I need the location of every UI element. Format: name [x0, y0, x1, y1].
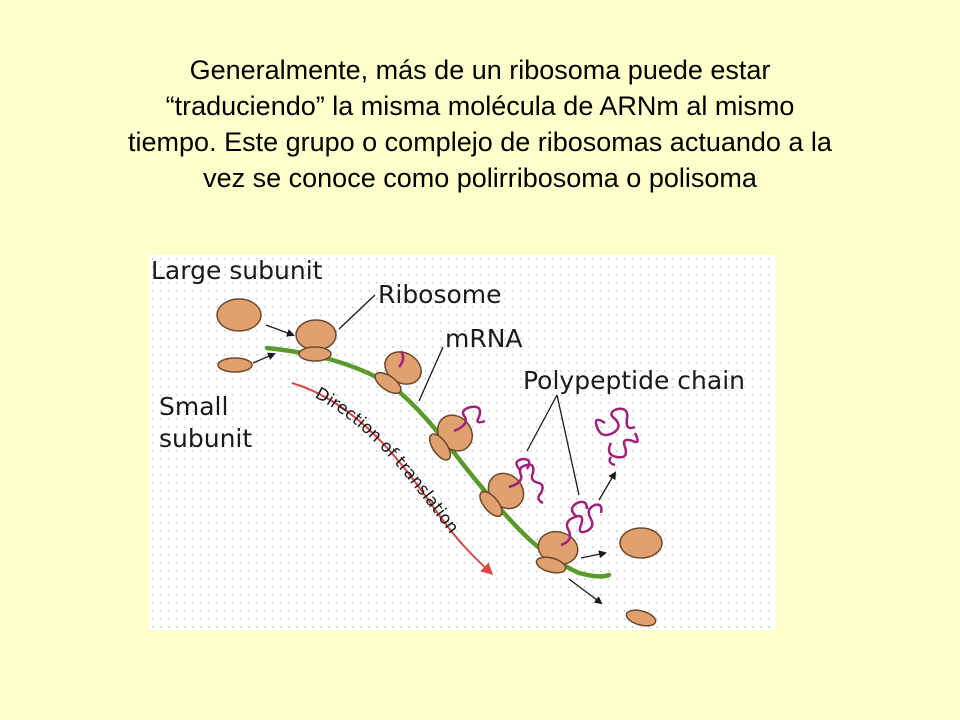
ribosome-5: [535, 500, 603, 574]
title-line-3: tiempo. Este grupo o complejo de ribosom…: [128, 127, 832, 157]
mrna-strand: [264, 345, 612, 579]
label-mrna: mRNA: [445, 324, 523, 353]
ribosome-3: [428, 405, 486, 461]
large-subunit-free: [216, 298, 262, 332]
direction-arrow: [291, 382, 494, 576]
released-large-subunit: [619, 527, 663, 559]
title-line-2: “traduciendo” la misma molécula de ARNm …: [165, 91, 795, 121]
title-line-1: Generalmente, más de un ribosoma puede e…: [189, 55, 771, 85]
label-polypeptide-chain: Polypeptide chain: [523, 366, 745, 395]
label-small-subunit-line2: subunit: [159, 424, 252, 453]
title-line-4: vez se conoce como polirribosoma o polis…: [203, 163, 757, 193]
ribosome-4: [479, 457, 544, 518]
label-small-subunit-line1: Small: [159, 392, 228, 421]
small-subunit-free: [217, 357, 253, 373]
released-small-subunit: [625, 609, 657, 627]
page-title: Generalmente, más de un ribosoma puede e…: [40, 52, 920, 196]
label-large-subunit: Large subunit: [151, 256, 323, 285]
released-polypeptide: [594, 407, 639, 467]
ribosome-1: [295, 319, 337, 362]
label-direction-of-translation: Direction of translation: [312, 384, 463, 538]
label-ribosome: Ribosome: [378, 280, 502, 309]
ribosome-2: [374, 350, 422, 395]
polysome-diagram: Large subunit Ribosome mRNA Polypeptide …: [149, 255, 776, 630]
